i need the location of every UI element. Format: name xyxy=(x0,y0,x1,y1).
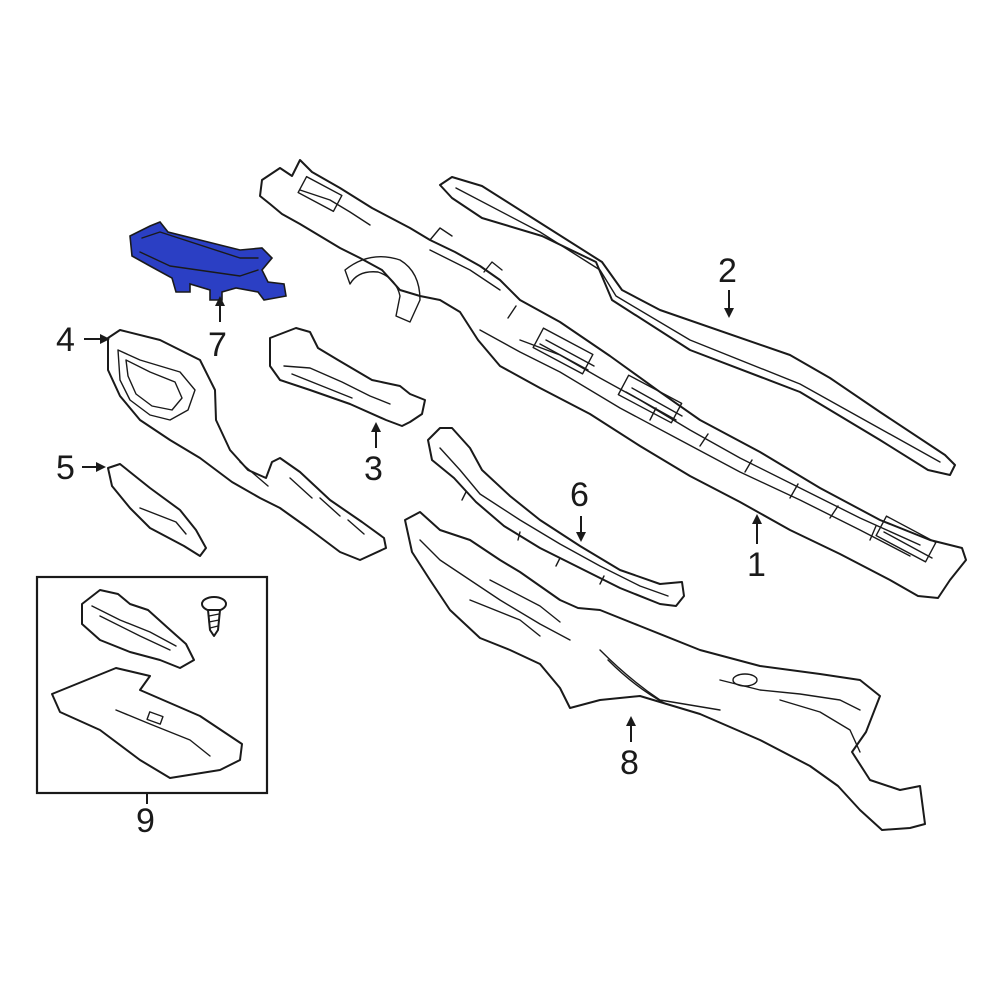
part-4-glove-box-door[interactable] xyxy=(107,329,387,561)
callout-8: 8 xyxy=(620,716,639,782)
part-9-screw[interactable] xyxy=(201,596,227,637)
part-8-cross-car-beam[interactable] xyxy=(404,511,926,831)
part-9-bracket[interactable] xyxy=(81,589,195,669)
part-5-small-panel[interactable] xyxy=(107,463,207,557)
part-1-upper-panel-frame[interactable] xyxy=(259,159,967,599)
callout-7: 7 xyxy=(208,296,227,364)
callout-4: 4 xyxy=(56,321,110,359)
callout-7-label: 7 xyxy=(208,326,227,364)
callout-5-label: 5 xyxy=(56,449,75,487)
callout-9: 9 xyxy=(136,793,155,840)
inset-box-part-9 xyxy=(35,575,269,795)
callout-4-label: 4 xyxy=(56,321,75,359)
callout-3: 3 xyxy=(364,422,383,488)
part-3-trim-panel[interactable] xyxy=(269,327,426,427)
callout-1: 1 xyxy=(747,514,766,584)
callout-1-label: 1 xyxy=(747,546,766,584)
callout-2: 2 xyxy=(718,252,737,318)
callout-5: 5 xyxy=(56,449,106,487)
part-6-lower-rail[interactable] xyxy=(427,427,685,607)
callout-8-label: 8 xyxy=(620,744,639,782)
callout-6-label: 6 xyxy=(570,476,589,514)
callout-3-label: 3 xyxy=(364,450,383,488)
callout-9-label: 9 xyxy=(136,802,155,840)
part-9-plate[interactable] xyxy=(51,667,243,779)
callout-2-label: 2 xyxy=(718,252,737,290)
callout-6: 6 xyxy=(570,476,589,542)
part-2-dash-pad[interactable] xyxy=(439,176,956,476)
part-7-bracket-highlighted[interactable] xyxy=(129,221,287,301)
